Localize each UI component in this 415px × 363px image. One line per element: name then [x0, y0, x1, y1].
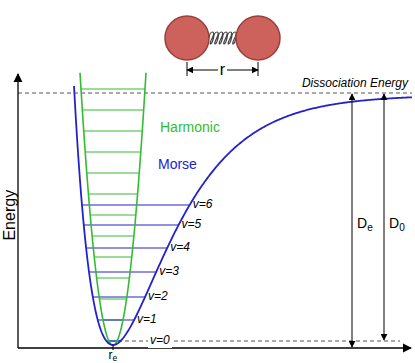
level-label: v=4 [170, 241, 190, 255]
harmonic-curve [80, 73, 146, 345]
distance-tick [258, 62, 259, 76]
harmonic-level [88, 194, 137, 195]
level-label: v=5 [182, 218, 202, 232]
spring [209, 32, 236, 44]
harmonic-level [94, 257, 132, 258]
harmonic-level [97, 278, 130, 279]
dissociation-label: Dissociation Energy [302, 77, 408, 91]
atom [236, 16, 280, 60]
harmonic-level [90, 215, 136, 216]
level-label: v=6 [193, 198, 213, 212]
morse-curve [74, 86, 412, 345]
morse-level [89, 271, 156, 272]
harmonic-level [84, 131, 143, 132]
harmonic-level [82, 110, 143, 111]
harmonic-level [99, 299, 126, 300]
d0-arrow [384, 94, 385, 340]
morse-level [84, 224, 179, 225]
re-tick [113, 345, 114, 350]
harmonic-level [85, 152, 141, 153]
harmonic-label: Harmonic [160, 119, 220, 135]
axis-title: Energy [1, 190, 19, 241]
harmonic-level [92, 236, 134, 237]
d0-label: D0 [389, 215, 405, 231]
de-arrow [352, 94, 353, 347]
morse-level [86, 247, 167, 248]
harmonic-level [87, 173, 139, 174]
atom [165, 16, 209, 60]
level-label: v=0 [148, 334, 172, 348]
level-label: v=1 [137, 313, 157, 327]
morse-level [93, 296, 145, 297]
harmonic-level [81, 89, 145, 90]
distance-tick [187, 62, 188, 76]
distance-axis [18, 347, 411, 348]
dissociation-line [18, 93, 412, 94]
level-label: v=3 [159, 265, 179, 279]
level-label: v=2 [148, 290, 168, 304]
de-label: De [357, 215, 373, 231]
re-label: re [109, 349, 118, 363]
distance-label: r [218, 61, 227, 79]
morse-label: Morse [158, 156, 197, 172]
morse-level [82, 204, 190, 205]
